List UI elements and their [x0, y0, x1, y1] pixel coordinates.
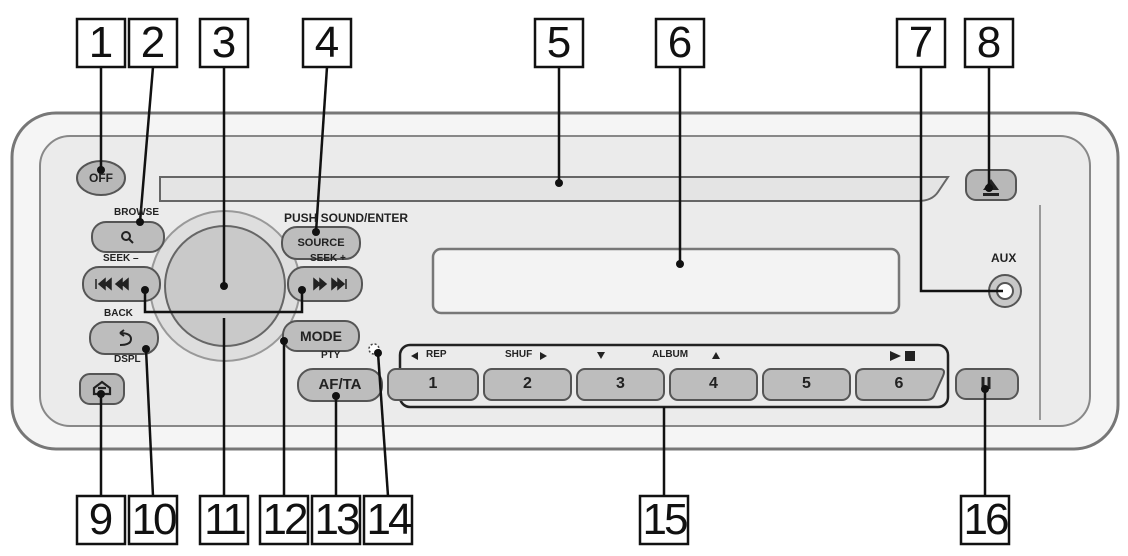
preset-button-2[interactable] [483, 368, 572, 401]
display-window [431, 247, 901, 315]
browse-button[interactable] [91, 221, 165, 253]
search-icon [121, 231, 134, 244]
right-arrow-icon [540, 352, 547, 360]
leader-lines [99, 66, 1003, 497]
leader-dots [97, 166, 993, 400]
source-button[interactable] [281, 226, 361, 260]
back-button[interactable] [89, 321, 159, 355]
release-icon [92, 380, 112, 396]
mode-button[interactable] [282, 320, 360, 352]
back-icon [119, 329, 133, 346]
prev-track-icon [95, 277, 129, 291]
preset-button-3[interactable] [576, 368, 665, 401]
preset-button-4[interactable] [669, 368, 758, 401]
preset-button-1[interactable] [387, 368, 479, 401]
left-arrow-icon [411, 352, 418, 360]
preset-button-6[interactable] [855, 368, 945, 401]
next-track-icon [313, 277, 347, 291]
preset-button-5[interactable] [762, 368, 851, 401]
pause-button[interactable] [955, 368, 1019, 400]
af-ta-button[interactable] [297, 368, 383, 402]
cd-slot [159, 176, 950, 202]
callout-boxes [75, 17, 1015, 546]
play-stop-icon [890, 351, 915, 361]
up-arrow-icon [712, 352, 720, 359]
down-arrow-icon [597, 352, 605, 359]
